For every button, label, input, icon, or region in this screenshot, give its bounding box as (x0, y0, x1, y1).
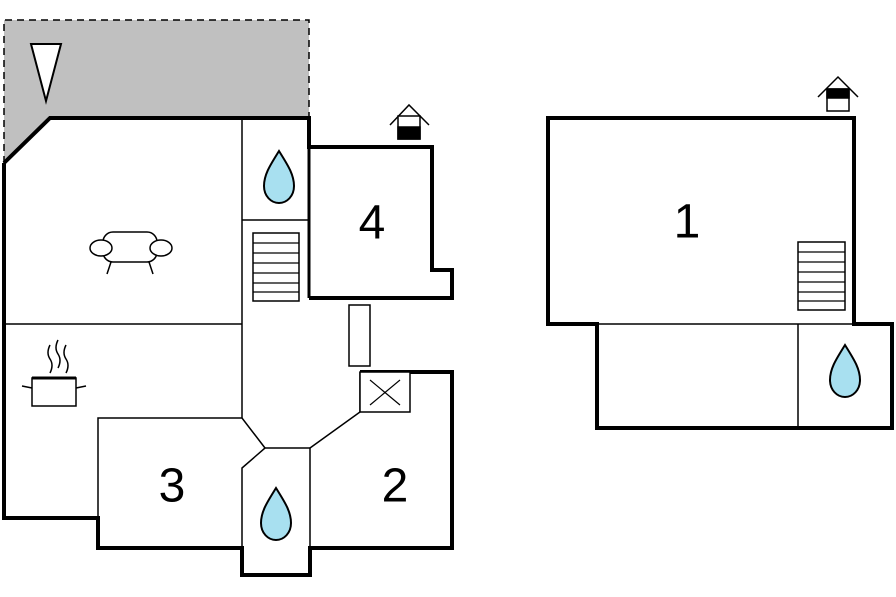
upper-floor-walls (546, 116, 894, 430)
terrace (3, 19, 310, 163)
water-drop-icon (262, 149, 296, 205)
water-drop-icon (259, 486, 293, 542)
ground-floor-walls (2, 116, 454, 577)
room-label-4: 4 (359, 197, 386, 250)
water-drop-icon (828, 343, 862, 399)
cooking-pot-icon (21, 339, 87, 407)
house-entrance-icon (817, 75, 859, 112)
ground-floor-interior (4, 118, 411, 548)
room-label-1: 1 (674, 196, 701, 249)
hallway-door (348, 304, 371, 367)
stairs-icon (797, 241, 846, 311)
room-label-2: 2 (382, 460, 409, 513)
north-arrow-icon (29, 43, 63, 105)
stairs-icon (252, 232, 300, 302)
house-entrance-icon (389, 103, 430, 140)
room-label-3: 3 (159, 460, 186, 513)
sofa-icon (89, 231, 173, 275)
